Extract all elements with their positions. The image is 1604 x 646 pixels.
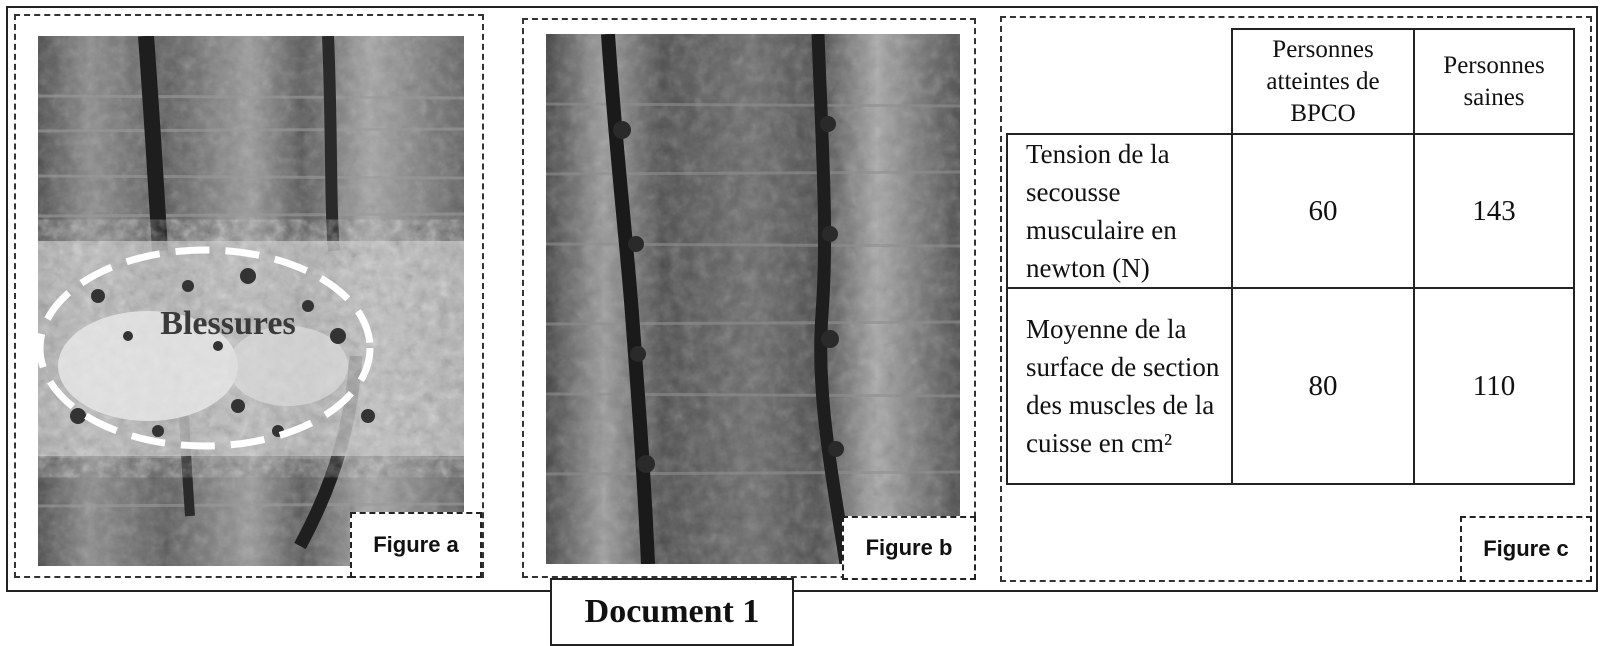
cell-tension-bpco: 60: [1231, 133, 1415, 289]
figure-c-label: Figure c: [1460, 516, 1592, 582]
figure-a-panel: [14, 14, 484, 578]
table-corner-cell: [1007, 29, 1233, 135]
muscle-injury-image: Blessures: [38, 36, 464, 566]
figure-b-micrograph: [546, 34, 960, 564]
cell-surface-bpco: 80: [1231, 287, 1415, 485]
document-title: Document 1: [550, 578, 794, 646]
row-label-tension: Tension de la secousse musculaire en new…: [1006, 133, 1233, 289]
cell-tension-saines: 143: [1413, 133, 1575, 289]
healthy-muscle-image: [546, 34, 960, 564]
row-label-surface: Moyenne de la surface de section des mus…: [1006, 287, 1233, 485]
figure-b-label: Figure b: [842, 516, 976, 580]
figure-a-micrograph: Blessures: [38, 36, 464, 566]
comparison-table: Personnes atteintes de BPCO Personnes sa…: [1006, 28, 1575, 485]
injury-annotation: Blessures: [160, 305, 295, 342]
figure-b-panel: [522, 18, 976, 578]
table-header-row: Personnes atteintes de BPCO Personnes sa…: [1007, 28, 1575, 135]
cell-surface-saines: 110: [1413, 287, 1575, 485]
figure-a-label: Figure a: [350, 512, 482, 578]
header-saines: Personnes saines: [1413, 28, 1575, 135]
figure-c-panel: [1000, 16, 1592, 582]
table-row: Tension de la secousse musculaire en new…: [1006, 133, 1575, 289]
header-bpco: Personnes atteintes de BPCO: [1231, 28, 1415, 135]
document-frame: [6, 6, 1598, 592]
table-row: Moyenne de la surface de section des mus…: [1006, 287, 1575, 485]
